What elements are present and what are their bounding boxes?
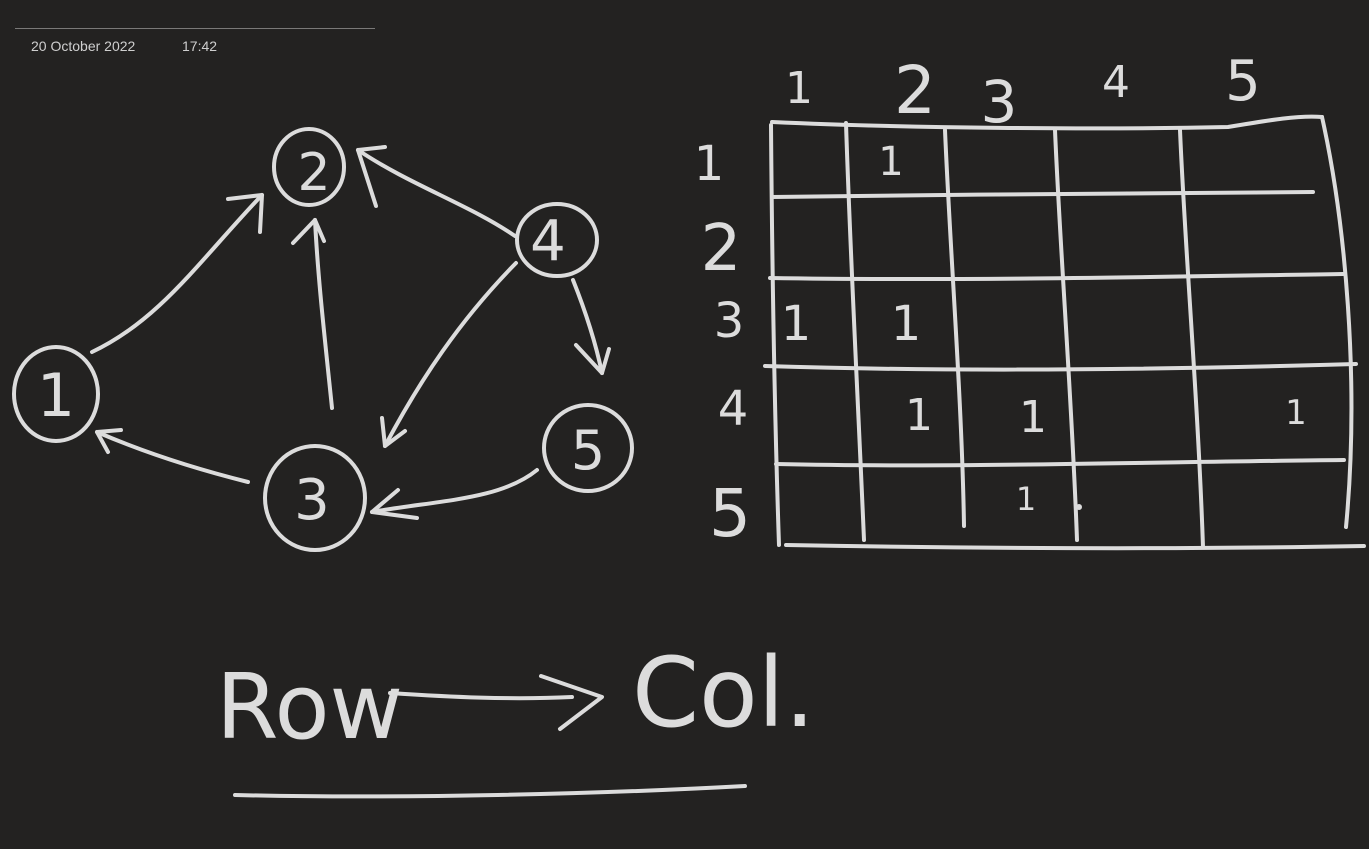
graph-node-3-circle (263, 444, 367, 552)
matrix-grid-line (1320, 115, 1354, 529)
graph-node-1-circle (12, 345, 100, 443)
matrix-grid-line (784, 543, 1366, 551)
matrix-cell: 1 (781, 296, 812, 352)
graph-edge-5-3 (370, 468, 539, 514)
matrix-grid-line (769, 123, 781, 547)
matrix-row-header: 2 (701, 212, 742, 286)
graph-edge-1-2-arrowhead (226, 193, 264, 234)
graph-node-5-circle (542, 403, 634, 493)
graph-node-2-label: 2 (297, 143, 330, 203)
graph-edge-4-3-arrowhead (380, 416, 407, 448)
graph-edge-3-2-arrowhead (291, 218, 326, 245)
matrix-cell: 1 (878, 139, 903, 185)
matrix-row-header: 4 (718, 381, 749, 437)
graph-edge-3-1-arrowhead (95, 428, 123, 454)
note-underline (233, 784, 747, 799)
graph-edge-3-1 (95, 430, 250, 484)
graph-node-2-circle (272, 127, 346, 207)
note-col-label: Col. (632, 637, 815, 749)
graph-node-4-circle (515, 202, 599, 278)
matrix-cell: 1 (905, 390, 933, 441)
graph-edge-1-2 (90, 193, 264, 354)
note-row-label: Row (216, 655, 403, 760)
graph-edge-4-5-arrowhead (574, 343, 611, 375)
graph-edge-3-2 (313, 218, 334, 410)
matrix-col-header: 3 (981, 68, 1018, 136)
graph-edge-5-3-arrowhead (370, 488, 419, 520)
page-time: 17:42 (182, 38, 218, 54)
graph-node-1-label: 1 (37, 361, 75, 431)
graph-node-5-label: 5 (571, 419, 605, 482)
matrix-row-header: 5 (709, 475, 751, 552)
page-date: 20 October 2022 (31, 38, 136, 54)
matrix-grid-line (844, 121, 866, 542)
graph-edge-4-2-arrowhead (356, 145, 387, 208)
matrix-cell: 1 (1019, 392, 1047, 443)
graph-edge-4-3 (383, 261, 518, 448)
matrix-grid-line (943, 128, 966, 528)
graph-node-3-label: 3 (294, 468, 330, 533)
page-header: 20 October 2022 17:42 (15, 28, 375, 54)
graph-edge-4-5 (571, 278, 604, 375)
matrix-cell: 1 (891, 296, 922, 352)
matrix-cell: 1 (1016, 480, 1036, 518)
matrix-grid-line (1053, 128, 1079, 542)
ink-dot (1076, 504, 1082, 510)
matrix-grid-line (774, 458, 1346, 468)
adjacency-matrix: 1 2 3 4 5 1 2 3 4 5 1 1 1 1 1 1 1 (694, 49, 1366, 552)
matrix-col-header: 5 (1225, 49, 1261, 114)
row-col-note: Row Col. (216, 637, 815, 799)
note-arrow (388, 691, 574, 701)
matrix-grid-line (768, 272, 1345, 282)
note-arrow-arrowhead (539, 674, 604, 731)
matrix-cell: 1 (1285, 393, 1307, 433)
matrix-col-header: 4 (1102, 57, 1130, 108)
matrix-col-header: 2 (894, 52, 936, 129)
graph-edge-4-2 (356, 148, 517, 238)
matrix-grid-line (763, 362, 1358, 372)
matrix-grid-line (770, 114, 1324, 131)
matrix-row-header: 1 (694, 136, 725, 192)
graph-node-4-label: 4 (530, 209, 566, 274)
matrix-grid-line (1178, 128, 1205, 549)
matrix-col-header: 1 (785, 63, 813, 114)
matrix-grid-line (770, 190, 1315, 199)
matrix-row-header: 3 (714, 293, 745, 349)
graph-drawing: 1 2 3 4 5 (12, 127, 634, 552)
